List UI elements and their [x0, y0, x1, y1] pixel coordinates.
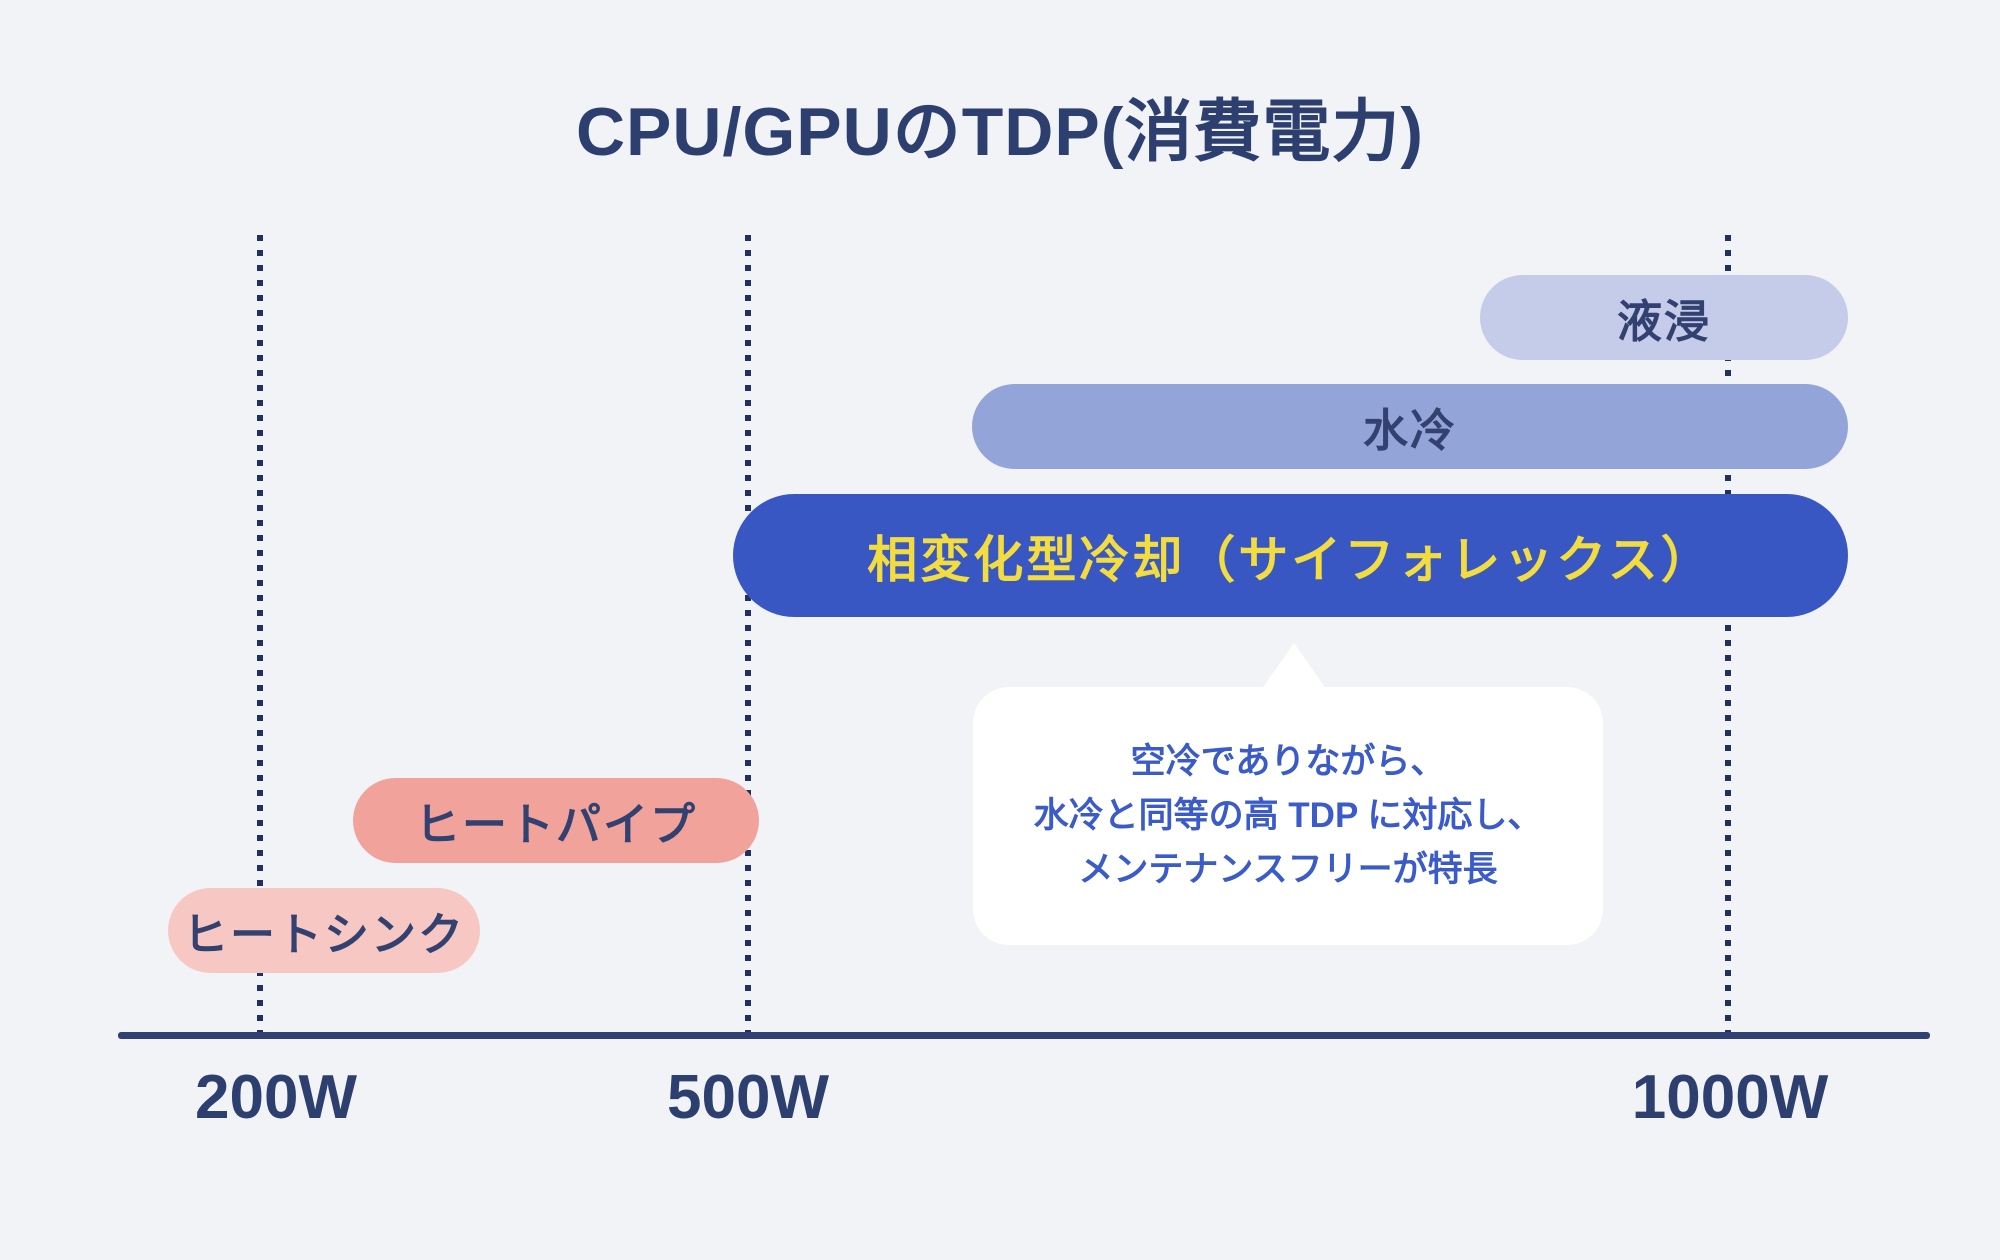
- callout-line-1: 空冷でありながら、: [1130, 742, 1446, 781]
- gridline-200w: [257, 235, 263, 1035]
- bar-label-heat-sink: ヒートシンク: [182, 909, 465, 960]
- bar-water-cooling: 水冷: [972, 384, 1848, 469]
- x-tick-500w: 500W: [667, 1063, 829, 1132]
- callout-bubble: 空冷でありながら、 水冷と同等の高 TDP に対応し、 メンテナンスフリーが特長: [973, 643, 1603, 945]
- callout-line-3: メンテナンスフリーが特長: [1078, 850, 1498, 889]
- gridline-1000w: [1725, 235, 1731, 1035]
- bar-immersion-cooling: 液浸: [1480, 275, 1848, 360]
- bar-label-water: 水冷: [1362, 405, 1457, 456]
- bar-label-heat-pipe: ヒートパイプ: [414, 799, 697, 850]
- bar-heat-sink: ヒートシンク: [168, 888, 480, 973]
- x-tick-200w: 200W: [195, 1063, 357, 1132]
- x-axis-line: [118, 1032, 1930, 1039]
- gridline-500w: [745, 235, 751, 1035]
- bar-phase-change-cooling: 相変化型冷却（サイフォレックス）: [733, 494, 1848, 617]
- bar-heat-pipe: ヒートパイプ: [353, 778, 759, 863]
- callout-line-2: 水冷と同等の高 TDP に対応し、: [1033, 796, 1543, 835]
- chart-title: CPU/GPUのTDP(消費電力): [575, 94, 1425, 170]
- x-tick-1000w: 1000W: [1631, 1063, 1829, 1132]
- bar-label-phase-change: 相変化型冷却（サイフォレックス）: [867, 531, 1714, 588]
- bar-label-immersion: 液浸: [1616, 296, 1711, 347]
